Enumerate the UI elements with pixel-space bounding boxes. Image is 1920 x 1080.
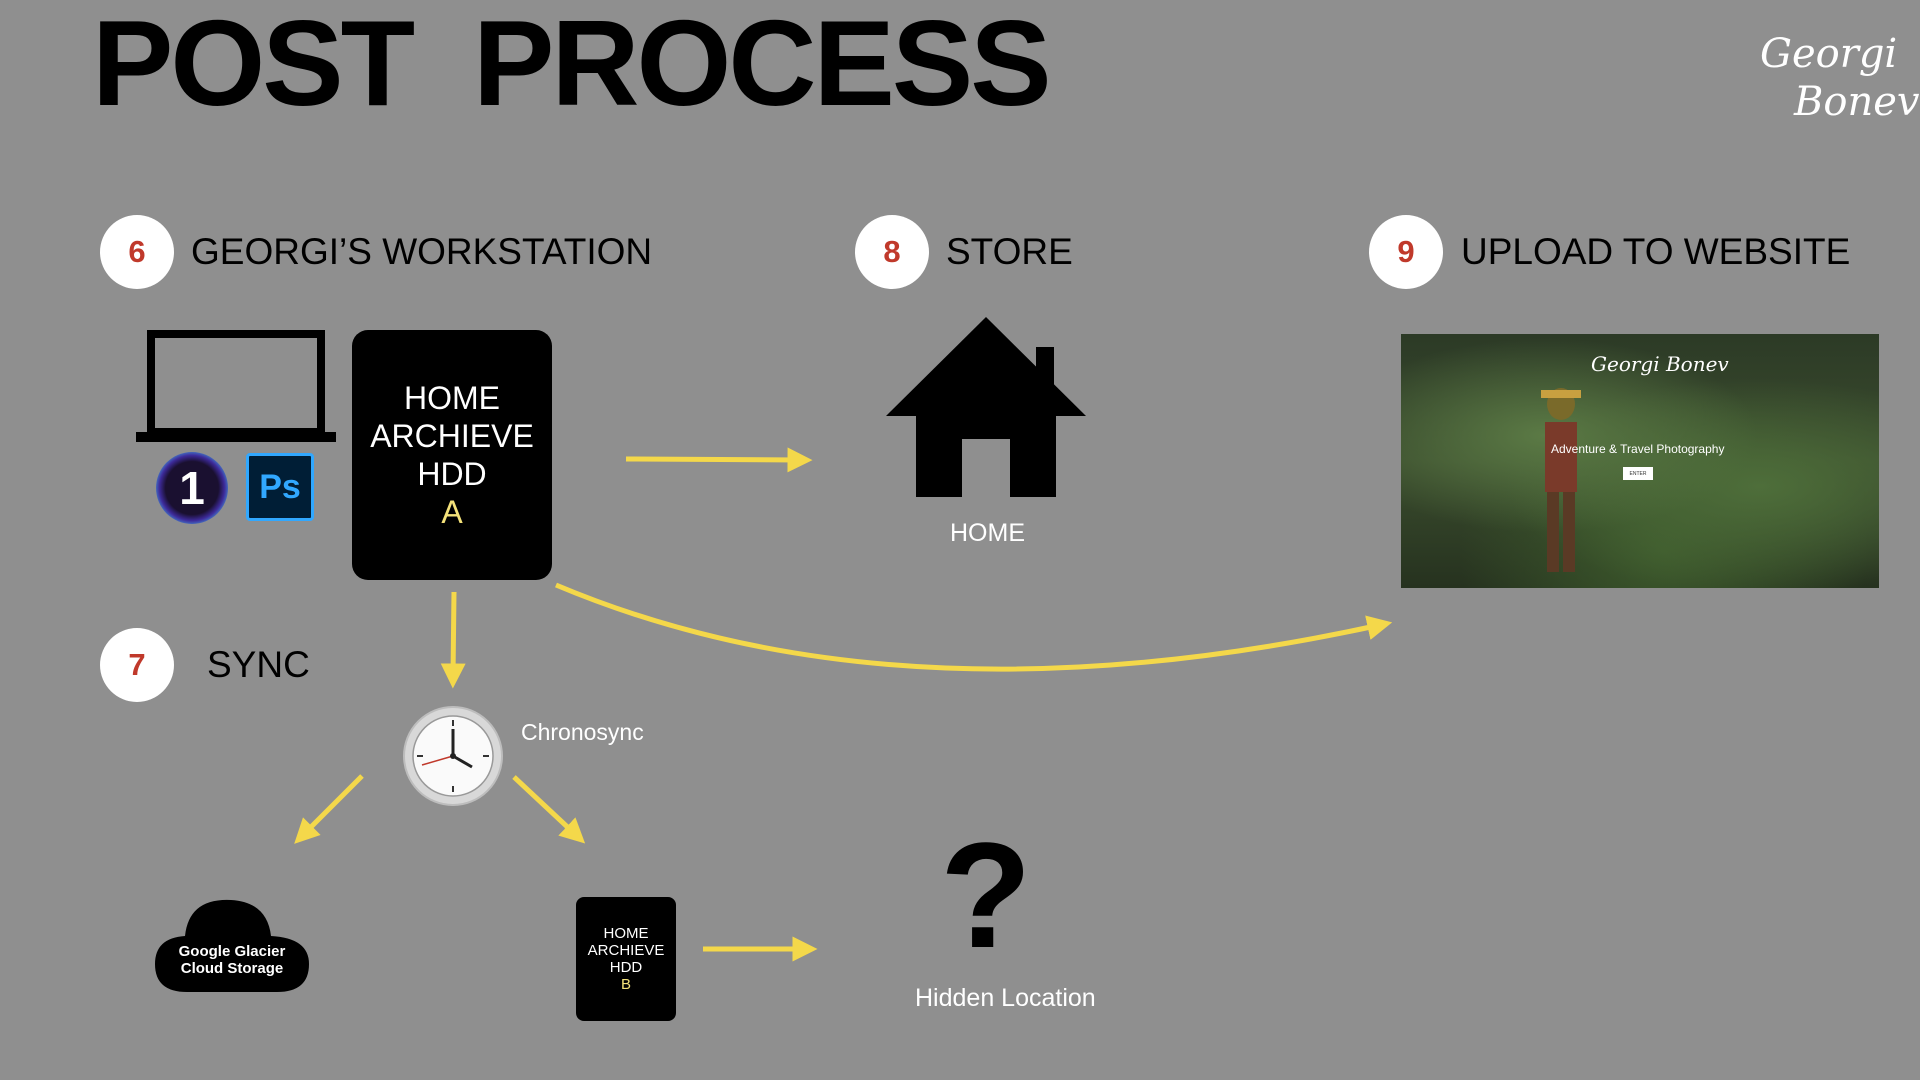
drive-b-line-2: ARCHIEVE xyxy=(587,942,665,959)
step-7-label: SYNC xyxy=(207,644,310,685)
laptop-icon xyxy=(136,330,336,442)
chronosync-label: Chronosync xyxy=(521,719,644,745)
house-icon xyxy=(886,317,1086,497)
step-8-badge: 8 xyxy=(855,215,929,289)
question-mark-icon: ? xyxy=(940,811,1032,979)
home-archive-hdd-a: HOME ARCHIEVE HDD A xyxy=(352,330,552,580)
website-tagline: Adventure & Travel Photography xyxy=(1551,442,1725,456)
page-title: POST PROCESS xyxy=(92,0,1052,131)
step-9-label: UPLOAD TO WEBSITE xyxy=(1461,231,1851,272)
arrow-drive-to-website xyxy=(555,582,1393,672)
website-brand: Georgi Bonev xyxy=(1591,352,1729,376)
clock-icon xyxy=(403,706,503,806)
website-enter-button: ENTER xyxy=(1623,467,1653,480)
step-8-label: STORE xyxy=(946,231,1073,272)
capture-one-icon: 1 xyxy=(156,452,228,524)
signature-line-1: Georgi xyxy=(1760,31,1898,77)
store-home-label: HOME xyxy=(950,519,1025,547)
arrow-drive-to-sync xyxy=(440,591,466,689)
photoshop-icon: Ps xyxy=(246,453,314,521)
arrow-sync-to-cloud xyxy=(294,774,364,844)
tribesman-figure-icon xyxy=(1541,388,1581,572)
step-7-badge: 7 xyxy=(100,628,174,702)
arrow-drive-to-home xyxy=(625,447,813,473)
drive-b-line-1: HOME xyxy=(603,925,649,942)
signature-line-2: Bonev xyxy=(1794,79,1920,125)
drive-a-id: A xyxy=(441,494,463,530)
step-6-label: GEORGI’S WORKSTATION xyxy=(191,231,653,272)
hidden-location-label: Hidden Location xyxy=(915,984,1096,1012)
home-archive-hdd-b: HOME ARCHIEVE HDD B xyxy=(576,897,676,1021)
drive-a-line-1: HOME xyxy=(404,380,500,416)
cloud-storage-label: Google Glacier Cloud Storage xyxy=(172,943,292,977)
drive-b-id: B xyxy=(620,976,631,993)
cloud-icon xyxy=(155,899,309,992)
step-9-badge: 9 xyxy=(1369,215,1443,289)
arrow-sync-to-drive-b xyxy=(512,775,586,844)
drive-a-line-2: ARCHIEVE xyxy=(370,418,534,454)
cloud-label-line-1: Google Glacier xyxy=(178,943,286,960)
step-6-badge: 6 xyxy=(100,215,174,289)
drive-a-line-3: HDD xyxy=(417,456,487,492)
website-screenshot: Georgi Bonev Adventure & Travel Photogra… xyxy=(1401,334,1879,588)
signature-logo: Georgi Bonev xyxy=(1760,30,1920,145)
drive-b-line-3: HDD xyxy=(609,959,643,976)
cloud-label-line-2: Cloud Storage xyxy=(180,960,284,977)
